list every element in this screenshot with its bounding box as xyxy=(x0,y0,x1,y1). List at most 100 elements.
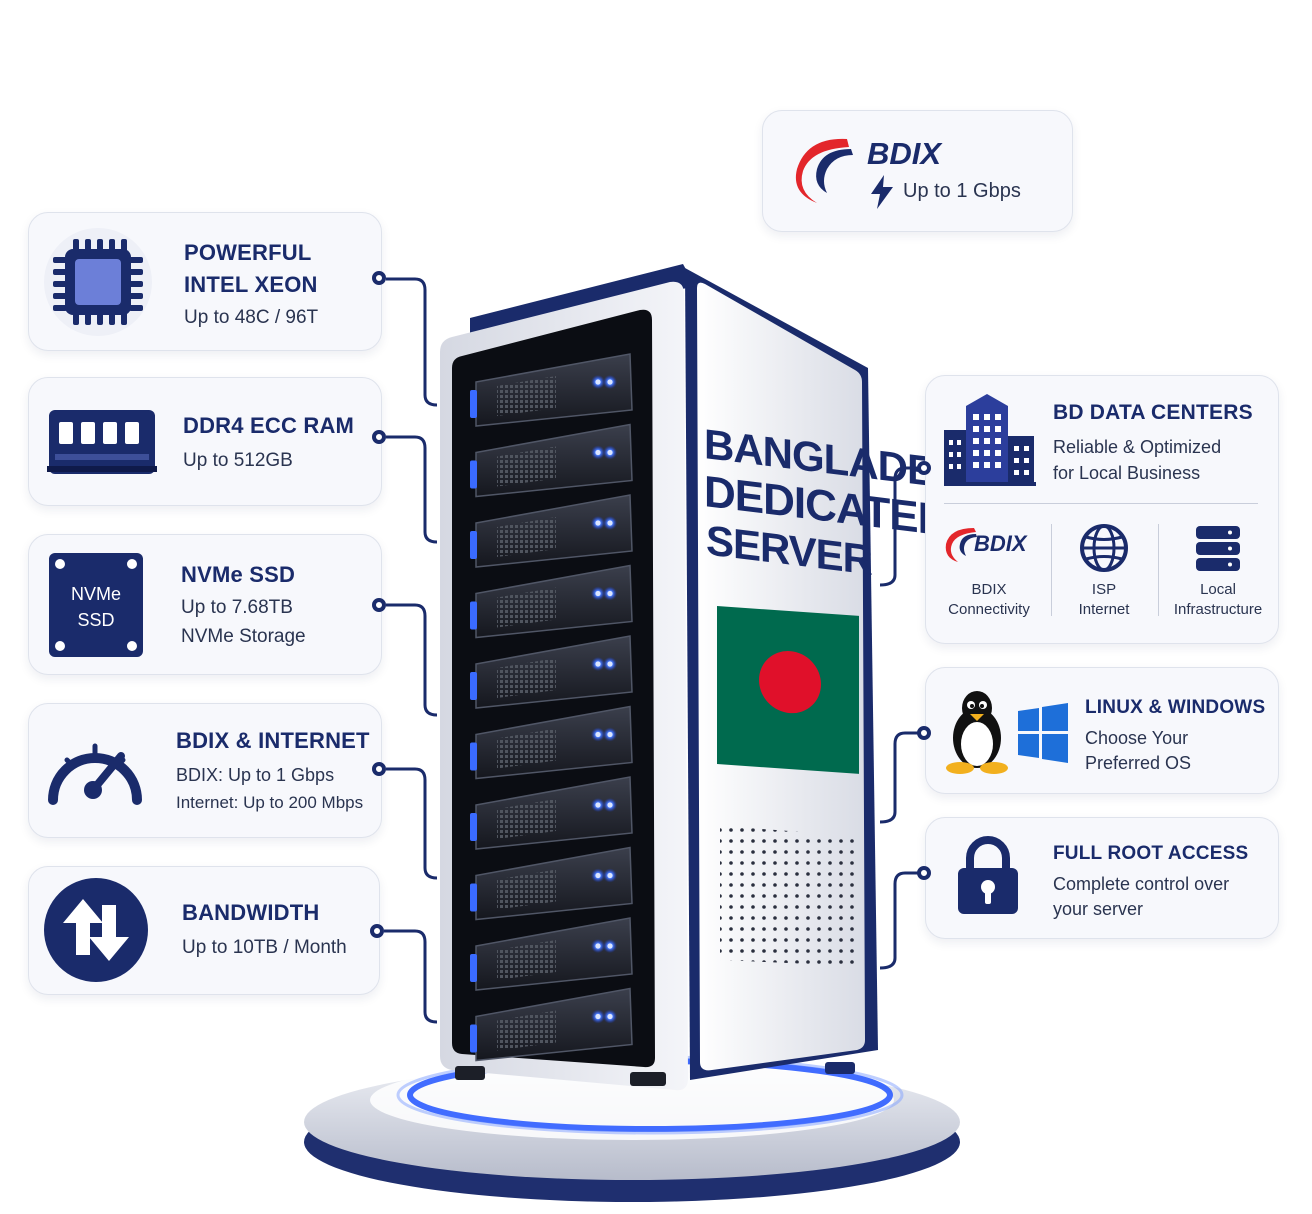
isp-sub-label-1: ISP xyxy=(1091,581,1117,598)
feature-card-ram: DDR4 ECC RAM Up to 512GB xyxy=(28,377,382,506)
cpu-title-line-2: INTEL XEON xyxy=(184,272,318,297)
bandwidth-spec: Up to 10TB / Month xyxy=(182,937,347,958)
left-connectors xyxy=(384,277,438,1024)
datacenters-line-1: Reliable & Optimized xyxy=(1053,437,1222,457)
bdix-brand: BDIX xyxy=(867,136,942,171)
drive-bay xyxy=(470,705,633,780)
drive-bay xyxy=(470,846,633,921)
drive-bay xyxy=(470,917,633,991)
bandwidth-title: BANDWIDTH xyxy=(182,900,320,925)
led-indicator xyxy=(607,943,613,949)
cpu-title-line-1: POWERFUL xyxy=(184,240,312,265)
drive-bay xyxy=(470,494,633,568)
bdix-sub-label-2: Connectivity xyxy=(948,601,1030,618)
led-indicator xyxy=(607,1013,613,1020)
feature-card-datacenters: BD DATA CENTERS Reliable & Optimized for… xyxy=(925,375,1279,644)
os-title: LINUX & WINDOWS xyxy=(1085,697,1266,718)
led-indicator xyxy=(595,590,601,597)
feature-card-root: FULL ROOT ACCESS Complete control over y… xyxy=(925,817,1279,939)
led-indicator xyxy=(607,379,613,385)
drive-bays xyxy=(470,353,633,1062)
root-line-1: Complete control over xyxy=(1053,874,1230,894)
windows-logo-icon xyxy=(1018,703,1068,763)
datacenters-divider xyxy=(944,503,1258,504)
connector-dot-datacenters xyxy=(917,461,931,475)
bandwidth-arrows-icon xyxy=(44,878,148,982)
network-spec-1: BDIX: Up to 1 Gbps xyxy=(176,765,335,785)
feature-card-os: LINUX & WINDOWS Choose Your Preferred OS xyxy=(925,667,1279,794)
drive-bay xyxy=(470,353,633,427)
led-indicator xyxy=(607,590,613,597)
bdix-swoosh-icon xyxy=(795,138,853,203)
isp-sub-label-2: Internet xyxy=(1078,601,1130,618)
bdix-speed: Up to 1 Gbps xyxy=(903,180,1021,202)
bdix-logo-text: BDIX xyxy=(974,531,1027,556)
lightning-icon xyxy=(871,175,893,209)
drive-bay xyxy=(470,776,633,850)
bdix-speed-card: BDIX Up to 1 Gbps xyxy=(762,110,1073,232)
nvme-spec-1: Up to 7.68TB xyxy=(181,597,293,618)
padlock-icon xyxy=(958,836,1018,914)
speedometer-icon xyxy=(48,743,142,805)
root-line-2: your server xyxy=(1053,899,1144,919)
linux-penguin-icon xyxy=(946,691,1008,774)
nvme-spec-2: NVMe Storage xyxy=(181,626,306,647)
right-connectors xyxy=(879,466,918,970)
led-indicator xyxy=(595,943,601,949)
datacenters-sub-bdix: BDIX BDIX Connectivity xyxy=(934,522,1044,632)
nvme-icon-text-1: NVMe xyxy=(70,584,121,604)
connector-dot-ram xyxy=(372,430,386,444)
platform xyxy=(304,1055,960,1202)
nvme-ssd-icon: NVMe SSD xyxy=(49,553,143,657)
connector-dot-network xyxy=(372,762,386,776)
led-indicator xyxy=(607,872,613,879)
os-line-2: Preferred OS xyxy=(1085,753,1192,773)
led-indicator xyxy=(607,520,613,526)
led-indicator xyxy=(595,802,601,808)
led-indicator xyxy=(595,520,601,526)
feature-card-network: BDIX & INTERNET BDIX: Up to 1 Gbps Inter… xyxy=(28,703,382,838)
cpu-spec: Up to 48C / 96T xyxy=(184,307,319,328)
nvme-title: NVMe SSD xyxy=(181,562,296,587)
ram-spec: Up to 512GB xyxy=(183,450,293,471)
connector-dot-root xyxy=(917,866,931,880)
led-indicator xyxy=(595,449,601,456)
led-indicator xyxy=(607,661,613,667)
led-indicator xyxy=(595,872,601,879)
feature-card-bandwidth: BANDWIDTH Up to 10TB / Month xyxy=(28,866,380,995)
cpu-chip-icon xyxy=(44,228,152,336)
led-indicator xyxy=(607,449,613,456)
datacenters-sub-isp: ISP Internet xyxy=(1054,522,1154,632)
datacenter-building-icon xyxy=(944,394,1036,486)
os-line-1: Choose Your xyxy=(1085,728,1189,748)
connector-dot-cpu xyxy=(372,271,386,285)
root-title: FULL ROOT ACCESS xyxy=(1053,843,1249,864)
feature-card-cpu: POWERFUL INTEL XEON Up to 48C / 96T xyxy=(28,212,382,351)
bdix-logo-icon xyxy=(945,528,977,562)
local-sub-label-2: Infrastructure xyxy=(1173,601,1263,618)
server-stack-icon xyxy=(1196,526,1240,571)
connector-dot-bandwidth xyxy=(370,924,384,938)
drive-bay xyxy=(470,423,633,498)
sub-divider-1 xyxy=(1051,524,1052,616)
led-indicator xyxy=(595,731,601,738)
network-spec-2: Internet: Up to 200 Mbps xyxy=(176,793,364,812)
sub-divider-2 xyxy=(1158,524,1159,616)
led-indicator xyxy=(607,731,613,738)
drive-bay xyxy=(470,987,633,1062)
datacenters-sub-local: Local Infrastructure xyxy=(1162,522,1274,632)
connector-dot-os xyxy=(917,726,931,740)
datacenters-line-2: for Local Business xyxy=(1053,463,1201,483)
drive-bay xyxy=(470,635,633,709)
ram-module-icon xyxy=(47,410,157,474)
feature-card-nvme: NVMe SSD NVMe SSD Up to 7.68TB NVMe Stor… xyxy=(28,534,382,675)
led-indicator xyxy=(607,802,613,808)
bangladesh-flag-icon xyxy=(717,606,859,774)
led-indicator xyxy=(595,1013,601,1020)
ram-title: DDR4 ECC RAM xyxy=(183,413,355,438)
drive-bay xyxy=(470,564,633,639)
connector-dot-nvme xyxy=(372,598,386,612)
datacenters-title: BD DATA CENTERS xyxy=(1053,401,1253,424)
network-title: BDIX & INTERNET xyxy=(176,728,370,753)
